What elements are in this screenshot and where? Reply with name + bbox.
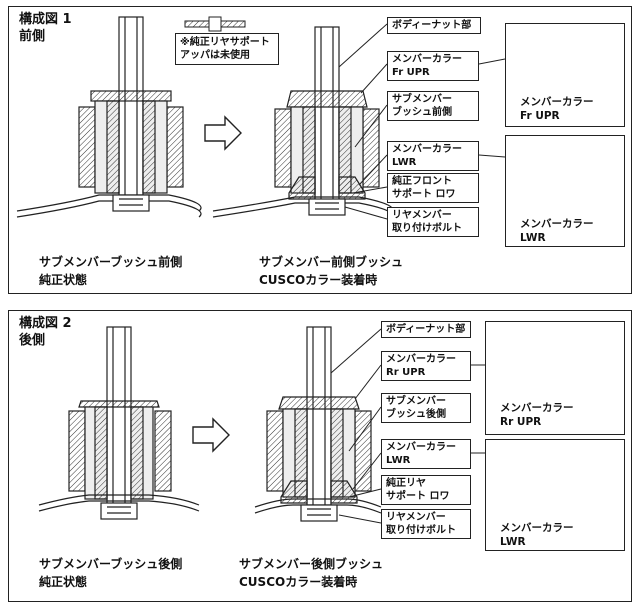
label-text: リヤメンバー	[392, 210, 452, 221]
part-box-collar-upr: メンバーカラー Rr UPR	[485, 321, 625, 435]
label-text: メンバーカラー	[392, 54, 462, 65]
panel-title: 構成図 2	[19, 316, 72, 331]
label-collar-upr: メンバーカラー Rr UPR	[381, 351, 471, 381]
part-label: LWR	[500, 536, 526, 548]
label-text: リヤメンバー	[386, 512, 446, 523]
label-mount-bolt: リヤメンバー 取り付けボルト	[381, 509, 471, 539]
label-body-nut: ボディーナット部	[387, 17, 481, 34]
part-label: メンバーカラー	[500, 522, 574, 534]
label-text: サポート ロワ	[386, 491, 450, 502]
label-text: メンバーカラー	[386, 354, 456, 365]
panel-title: 構成図 1	[19, 12, 72, 27]
panel-subtitle: 後側	[19, 333, 46, 348]
label-stock-support-lower: 純正リヤ サポート ロワ	[381, 475, 471, 505]
caption-stock: サブメンバーブッシュ後側	[39, 557, 183, 571]
label-text: ボディーナット部	[392, 20, 472, 31]
label-sub-member-bushing: サブメンバー ブッシュ前側	[387, 91, 479, 121]
part-box-collar-upr: メンバーカラー Fr UPR	[505, 23, 625, 127]
panel-subtitle: 前側	[19, 29, 46, 44]
bushing-assembly-stock	[38, 326, 200, 520]
callout-note: ※純正リヤサポート アッパは未使用	[175, 33, 279, 65]
label-text: ブッシュ後側	[386, 409, 446, 420]
caption-cusco: サブメンバー前側ブッシュ	[259, 255, 404, 269]
part-label: メンバーカラー	[520, 96, 594, 108]
label-text: サブメンバー	[386, 396, 446, 407]
bushing-assembly-cusco	[254, 326, 382, 522]
label-text: ブッシュ前側	[392, 107, 452, 118]
label-text: メンバーカラー	[386, 442, 456, 453]
label-mount-bolt: リヤメンバー 取り付けボルト	[387, 207, 479, 237]
bushing-assembly-cusco	[212, 26, 394, 220]
leader-lines	[338, 23, 506, 220]
label-text: Fr UPR	[392, 67, 430, 78]
part-box-collar-lwr: メンバーカラー LWR	[505, 135, 625, 247]
caption-stock: サブメンバーブッシュ前側	[39, 255, 183, 269]
label-text: LWR	[386, 455, 411, 466]
label-stock-support-lower: 純正フロント サポート ロワ	[387, 173, 479, 203]
diagram-panel-rear: 構成図 2 後側	[8, 310, 632, 602]
diagram-panel-front: 構成図 1 前側	[8, 6, 632, 294]
callout-line: ※純正リヤサポート	[180, 37, 270, 48]
label-text: ボディーナット部	[386, 324, 466, 335]
caption-cusco-state: CUSCOカラー装着時	[239, 575, 358, 589]
label-text: LWR	[392, 157, 417, 168]
label-text: サポート ロワ	[392, 189, 456, 200]
label-collar-lwr: メンバーカラー LWR	[381, 439, 471, 469]
label-text: 純正フロント	[392, 176, 452, 187]
callout-line: アッパは未使用	[180, 50, 250, 61]
label-sub-member-bushing: サブメンバー ブッシュ後側	[381, 393, 471, 423]
label-text: メンバーカラー	[392, 144, 462, 155]
part-label: LWR	[520, 232, 546, 244]
part-label: メンバーカラー	[520, 218, 594, 230]
label-text: 純正リヤ	[386, 478, 426, 489]
caption-stock-state: 純正状態	[39, 273, 88, 287]
support-upper-plate-icon	[184, 16, 246, 32]
caption-stock-state: 純正状態	[39, 575, 88, 589]
label-text: 取り付けボルト	[386, 525, 456, 536]
part-label: メンバーカラー	[500, 402, 574, 414]
part-label: Fr UPR	[520, 110, 560, 122]
arrow-right-icon	[204, 115, 242, 151]
arrow-right-icon	[192, 417, 230, 453]
part-label: Rr UPR	[500, 416, 542, 428]
caption-cusco-state: CUSCOカラー装着時	[259, 273, 378, 287]
label-text: サブメンバー	[392, 94, 452, 105]
label-text: 取り付けボルト	[392, 223, 462, 234]
label-collar-upr: メンバーカラー Fr UPR	[387, 51, 479, 81]
caption-cusco: サブメンバー後側ブッシュ	[239, 557, 384, 571]
part-box-collar-lwr: メンバーカラー LWR	[485, 439, 625, 551]
label-text: Rr UPR	[386, 367, 426, 378]
label-body-nut: ボディーナット部	[381, 321, 471, 338]
leader-lines	[330, 328, 485, 524]
bushing-assembly-stock	[16, 16, 202, 218]
label-collar-lwr: メンバーカラー LWR	[387, 141, 479, 171]
